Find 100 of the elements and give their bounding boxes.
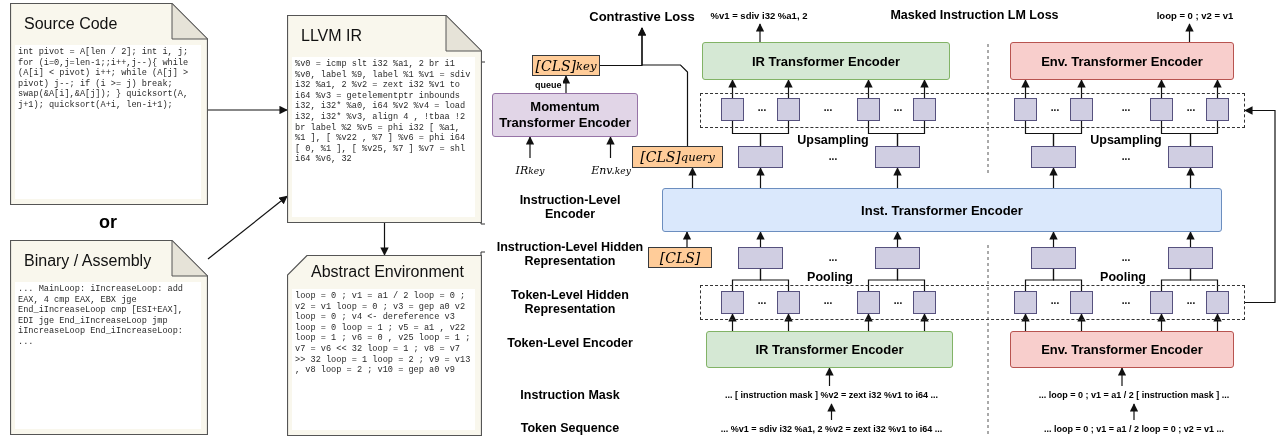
- arrow: [864, 79, 873, 99]
- arrow: [1077, 313, 1086, 332]
- arrow: [756, 231, 765, 248]
- embedding-square: [1031, 247, 1076, 269]
- encoder-box: IR Transformer Encoder: [702, 42, 950, 80]
- dashed-group-box: [700, 93, 1245, 128]
- code-text: ... MainLoop: iIncreaseLoop: add EAX, 4 cmp EAX, EBX jge End_iIncreaseLoop cmp [ESI+EAX], EDI jge End_iIncreaseLoop jmp iIncreaseLoop End_iIncreaseLoop: ...: [15, 282, 201, 429]
- cls-token-box: [CLS]: [648, 247, 712, 268]
- embedding-square: [1150, 291, 1173, 314]
- arrow: [893, 167, 902, 189]
- arrow: [1117, 367, 1127, 387]
- or-text: or: [98, 212, 118, 233]
- arrow: [1244, 106, 1276, 304]
- arrow: [1021, 313, 1030, 332]
- embedding-square: [1070, 98, 1093, 121]
- edge-label: queue: [534, 79, 563, 90]
- arrow: [1049, 231, 1058, 248]
- document-title: Source Code: [24, 15, 118, 33]
- embedding-square: [875, 146, 920, 168]
- brace-line: [1189, 268, 1219, 292]
- embedding-square: [1168, 247, 1213, 269]
- brace-line: [1189, 120, 1219, 147]
- annotation-text: Upsampling: [1089, 133, 1163, 148]
- annotation-text: Instruction Mask: [519, 388, 621, 403]
- arrow: [1157, 313, 1166, 332]
- token-sequence-text: ... %v1 = sdiv i32 %a1, 2 %v2 = zext i32 %v1 to i64 ...: [686, 420, 977, 438]
- embedding-square: [777, 98, 800, 121]
- arrow: [1157, 79, 1166, 99]
- arrow: [920, 313, 929, 332]
- brace-line: [896, 268, 926, 292]
- arrow: [864, 313, 873, 332]
- embedding-square: [721, 291, 744, 314]
- annotation-text: Pooling: [1099, 270, 1147, 285]
- document-card: [10, 3, 208, 205]
- arrow: [688, 167, 697, 189]
- encoder-box: Env. Transformer Encoder: [1010, 331, 1234, 368]
- annotation-text: ...: [822, 295, 834, 307]
- annotation-text: ...: [1120, 102, 1132, 114]
- annotation-text: Token-Level Encoder: [506, 336, 634, 351]
- annotation-text: ...: [756, 102, 768, 114]
- annotation-text: ...: [1120, 295, 1132, 307]
- embedding-square: [1014, 98, 1037, 121]
- embedding-square: [1031, 146, 1076, 168]
- dashed-group-box: [700, 285, 1245, 320]
- embedding-square: [913, 291, 936, 314]
- embedding-square: [738, 146, 783, 168]
- arrow: [1077, 79, 1086, 99]
- arrow: [606, 136, 615, 159]
- encoder-box: Env. Transformer Encoder: [1010, 42, 1234, 80]
- annotation-text: ...: [892, 102, 904, 114]
- embedding-square: [913, 98, 936, 121]
- annotation-text: ...: [1120, 252, 1132, 264]
- annotation-text: Instruction-Level Encoder: [518, 193, 622, 222]
- brace-line: [1052, 120, 1083, 147]
- annotation-text: ...: [1185, 295, 1197, 307]
- annotation-text: Pooling: [806, 270, 854, 285]
- arrow: [561, 75, 571, 94]
- arrow: [207, 195, 288, 260]
- token-sequence-text: ... [ instruction mask ] %v2 = zext i32 %v1 to i64 ...: [686, 386, 977, 404]
- embedding-square: [1168, 146, 1213, 168]
- annotation-text: Token-Level Hidden Representation: [510, 288, 630, 317]
- encoder-box: Inst. Transformer Encoder: [662, 188, 1222, 232]
- arrow: [380, 222, 389, 256]
- brace-line: [759, 268, 790, 292]
- arrow: [1186, 231, 1195, 248]
- annotation-text: ...: [827, 151, 839, 163]
- embedding-square: [875, 247, 920, 269]
- brace-line: [1052, 268, 1083, 292]
- arrow: [1213, 313, 1222, 332]
- encoder-box: IR Transformer Encoder: [706, 331, 953, 368]
- arrow: [207, 105, 288, 115]
- arrow: [682, 231, 692, 248]
- embedding-square: [857, 291, 880, 314]
- annotation-text: ...: [1049, 295, 1061, 307]
- arrow: [1213, 79, 1222, 99]
- embedding-square: [777, 291, 800, 314]
- arrow: [920, 79, 929, 99]
- arrow: [825, 367, 834, 387]
- code-text: int pivot = A[len / 2]; int i, j; for (i=0,j=len-1;;i++,j--){ while (A[i] < pivot) i++; while (A[j] > pivot) j--; if (i >= j) break; swap(&A[i],&A[j]); } quicksort(A, j+1); quicksort(A+i, len-i+1);: [15, 45, 201, 199]
- document-title: Abstract Environment: [311, 263, 464, 281]
- annotation-text: ...: [1185, 102, 1197, 114]
- annotation-text: Upsampling: [796, 133, 870, 148]
- annotation-text: Instruction-Level Hidden Representation: [495, 240, 645, 269]
- annotation-text: ...: [1049, 102, 1061, 114]
- arrow: [1049, 167, 1058, 189]
- embedding-square: [1206, 98, 1229, 121]
- annotation-text: ...: [822, 102, 834, 114]
- token-sequence-text: ... loop = 0 ; v1 = a1 / 2 [ instruction mask ] ...: [990, 386, 1278, 404]
- arrow: [637, 27, 689, 147]
- arrow: [728, 313, 737, 332]
- output-text: loop = 0 ; v2 = v1: [1145, 6, 1245, 24]
- document-title: Binary / Assembly: [24, 252, 152, 270]
- embedding-square: [1070, 291, 1093, 314]
- arrow: [728, 79, 737, 99]
- arrow: [893, 231, 902, 248]
- arrow: [756, 167, 765, 189]
- annotation-text: ...: [827, 252, 839, 264]
- document-card: [287, 255, 482, 436]
- arrow: [784, 313, 793, 332]
- annotation-text: ...: [1120, 151, 1132, 163]
